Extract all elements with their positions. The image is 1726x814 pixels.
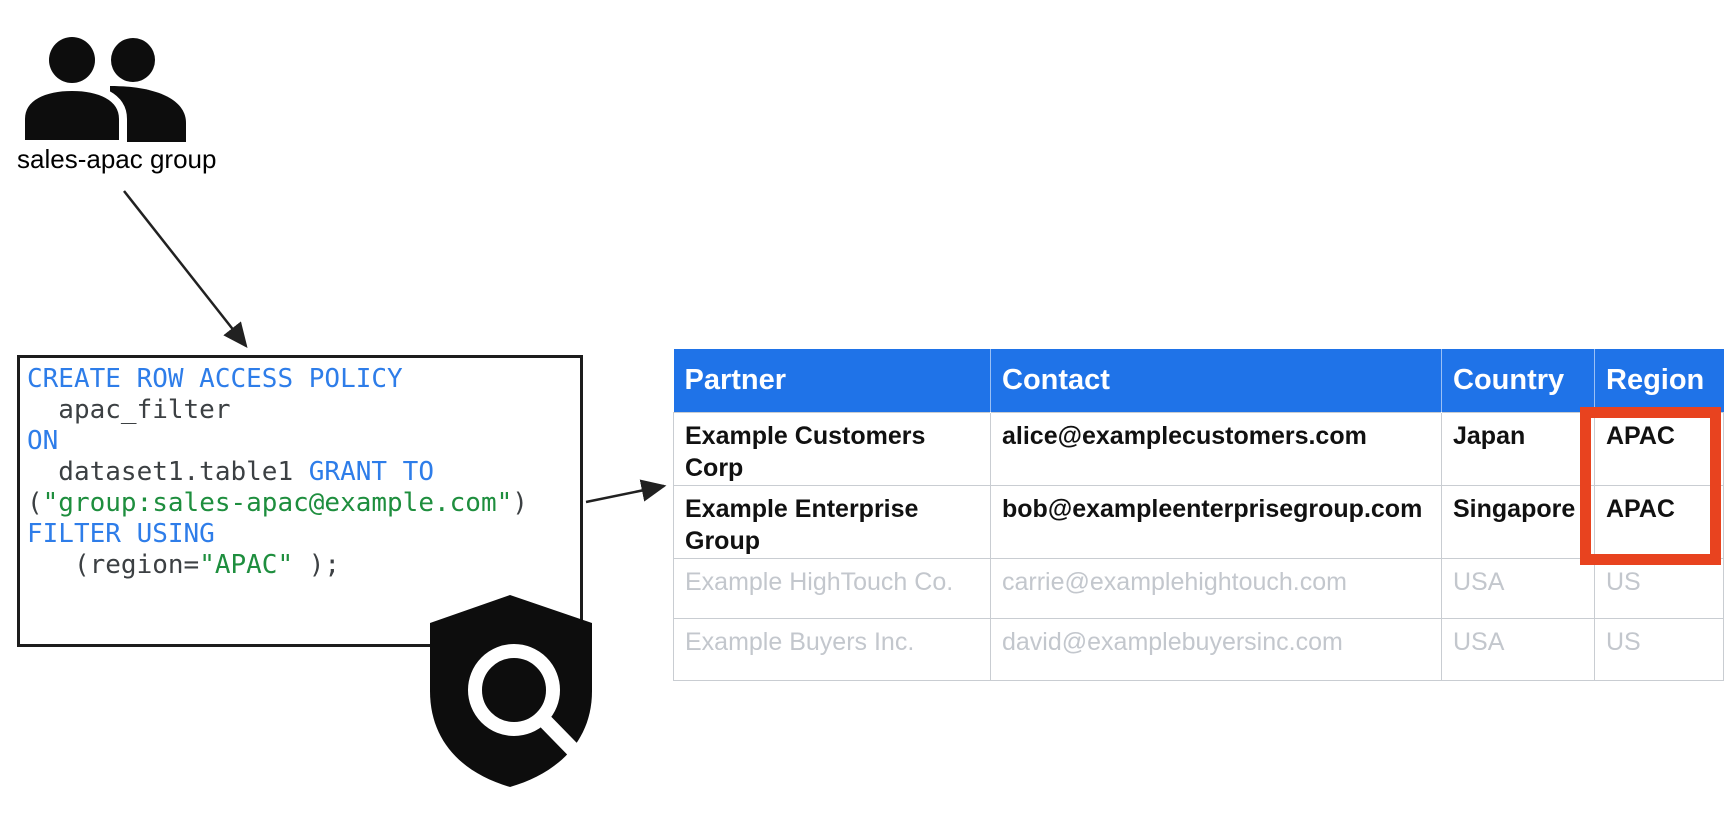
code-line: (region="APAC" );	[27, 550, 574, 581]
header-country: Country	[1441, 349, 1595, 412]
row-access-policy-code-box: CREATE ROW ACCESS POLICY apac_filter ON …	[17, 355, 583, 647]
partner-cell: Example Customers Corp	[673, 411, 991, 486]
region-cell: APAC	[1594, 411, 1724, 486]
code-line: ("group:sales-apac@example.com")	[27, 488, 574, 519]
code-token: (	[27, 488, 43, 518]
arrow-policy-to-table	[585, 479, 667, 504]
table-header-row: Partner Contact Country Region	[673, 349, 1724, 412]
partner-table: Partner Contact Country Region Example C…	[673, 349, 1724, 681]
code-token: "APAC"	[199, 550, 294, 580]
table-row: Example Customers Corp alice@examplecust…	[673, 411, 1724, 486]
group-label: sales-apac group	[17, 144, 217, 174]
country-cell: Japan	[1441, 411, 1595, 486]
code-token: ON	[27, 426, 59, 456]
code-token: )	[512, 488, 528, 518]
code-line: FILTER USING	[27, 519, 574, 550]
code-token: dataset1.table1	[27, 457, 309, 487]
code-token: GRANT TO	[308, 457, 434, 487]
region-cell: US	[1594, 617, 1724, 681]
group-people-icon	[18, 37, 193, 149]
code-token: CREATE ROW ACCESS POLICY	[27, 364, 403, 394]
code-token: "group:sales-apac@example.com"	[42, 488, 513, 518]
partner-cell: Example Buyers Inc.	[673, 617, 991, 681]
region-cell: APAC	[1594, 484, 1724, 559]
table-row: Example Buyers Inc. david@examplebuyersi…	[673, 617, 1724, 681]
contact-cell: carrie@examplehightouch.com	[990, 557, 1442, 619]
code-line: dataset1.table1 GRANT TO	[27, 457, 574, 488]
region-cell: US	[1594, 557, 1724, 619]
header-contact: Contact	[990, 349, 1442, 412]
code-token: apac_filter	[27, 395, 231, 425]
country-cell: USA	[1441, 557, 1595, 619]
code-token: FILTER USING	[27, 519, 215, 549]
code-token: (region=	[27, 550, 200, 580]
table-row: Example Enterprise Group bob@exampleente…	[673, 484, 1724, 559]
contact-cell: bob@exampleenterprisegroup.com	[990, 484, 1442, 559]
code-line: CREATE ROW ACCESS POLICY	[27, 364, 574, 395]
arrow-group-to-policy	[123, 190, 248, 348]
partner-cell: Example Enterprise Group	[673, 484, 991, 559]
header-region: Region	[1594, 349, 1724, 412]
partner-cell: Example HighTouch Co.	[673, 557, 991, 619]
contact-cell: david@examplebuyersinc.com	[990, 617, 1442, 681]
contact-cell: alice@examplecustomers.com	[990, 411, 1442, 486]
code-token: );	[293, 550, 341, 580]
table-row: Example HighTouch Co. carrie@examplehigh…	[673, 557, 1724, 619]
country-cell: Singapore	[1441, 484, 1595, 559]
security-shield-magnifier-icon	[430, 595, 592, 787]
header-partner: Partner	[673, 349, 991, 412]
country-cell: USA	[1441, 617, 1595, 681]
code-line: apac_filter	[27, 395, 574, 426]
code-line: ON	[27, 426, 574, 457]
